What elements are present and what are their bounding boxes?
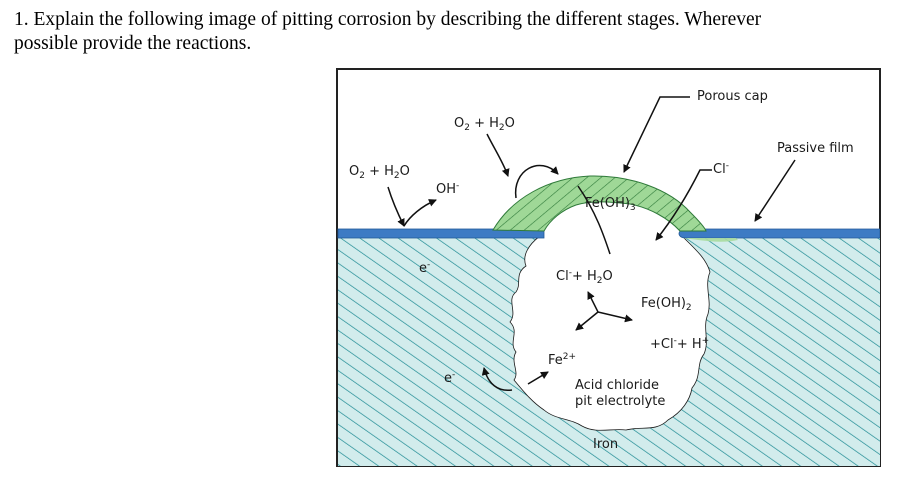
arrow-o2-top-in bbox=[486, 133, 510, 177]
question-line-1: 1. Explain the following image of pittin… bbox=[14, 9, 762, 30]
label-fe-oh3: Fe(OH)3 bbox=[585, 196, 636, 213]
arrow-fe2 bbox=[527, 371, 549, 385]
arrow-cl-in bbox=[655, 169, 712, 241]
label-fe-oh2: Fe(OH)2 bbox=[641, 296, 692, 313]
arrow-oh-out bbox=[403, 199, 437, 227]
arrow-split-right bbox=[597, 311, 633, 323]
label-oh-minus: OH- bbox=[436, 181, 459, 197]
label-electron-top: e- bbox=[419, 260, 430, 276]
label-cl-h-plus: +Cl-+ H+ bbox=[650, 336, 709, 352]
passive-film-right bbox=[678, 228, 880, 239]
arrow-o2-left-in bbox=[387, 186, 405, 227]
label-porous-cap: Porous cap bbox=[697, 89, 768, 104]
leader-passive-film bbox=[754, 159, 796, 222]
label-electron-bottom: e- bbox=[444, 370, 455, 386]
label-cl-h2o: Cl-+ H2O bbox=[556, 268, 613, 286]
label-passive-film: Passive film bbox=[777, 141, 854, 156]
question-line-2: possible provide the reactions. bbox=[14, 33, 252, 54]
iron-substrate bbox=[338, 236, 880, 466]
label-o2-h2o-top: O2 + H2O bbox=[454, 116, 515, 133]
label-iron: Iron bbox=[593, 437, 618, 452]
label-o2-h2o-left: O2 + H2O bbox=[349, 164, 410, 181]
passive-film-left bbox=[337, 228, 545, 239]
arrow-split-left bbox=[575, 311, 599, 331]
cap-edge-right bbox=[682, 238, 738, 242]
arrow-electron bbox=[481, 367, 513, 392]
curve-cap-to-pit bbox=[577, 185, 611, 255]
pit-cavity bbox=[509, 235, 711, 431]
label-cl-minus-top: Cl- bbox=[713, 161, 729, 177]
label-acid-chloride-2: pit electrolyte bbox=[575, 394, 665, 409]
leader-porous-cap bbox=[623, 96, 690, 173]
arrow-o2-top-curl bbox=[514, 164, 559, 199]
porous-cap bbox=[492, 175, 707, 232]
question-text: 1. Explain the following image of pittin… bbox=[14, 8, 889, 56]
arrow-split-up bbox=[587, 291, 599, 313]
label-acid-chloride-1: Acid chloride bbox=[575, 378, 659, 393]
